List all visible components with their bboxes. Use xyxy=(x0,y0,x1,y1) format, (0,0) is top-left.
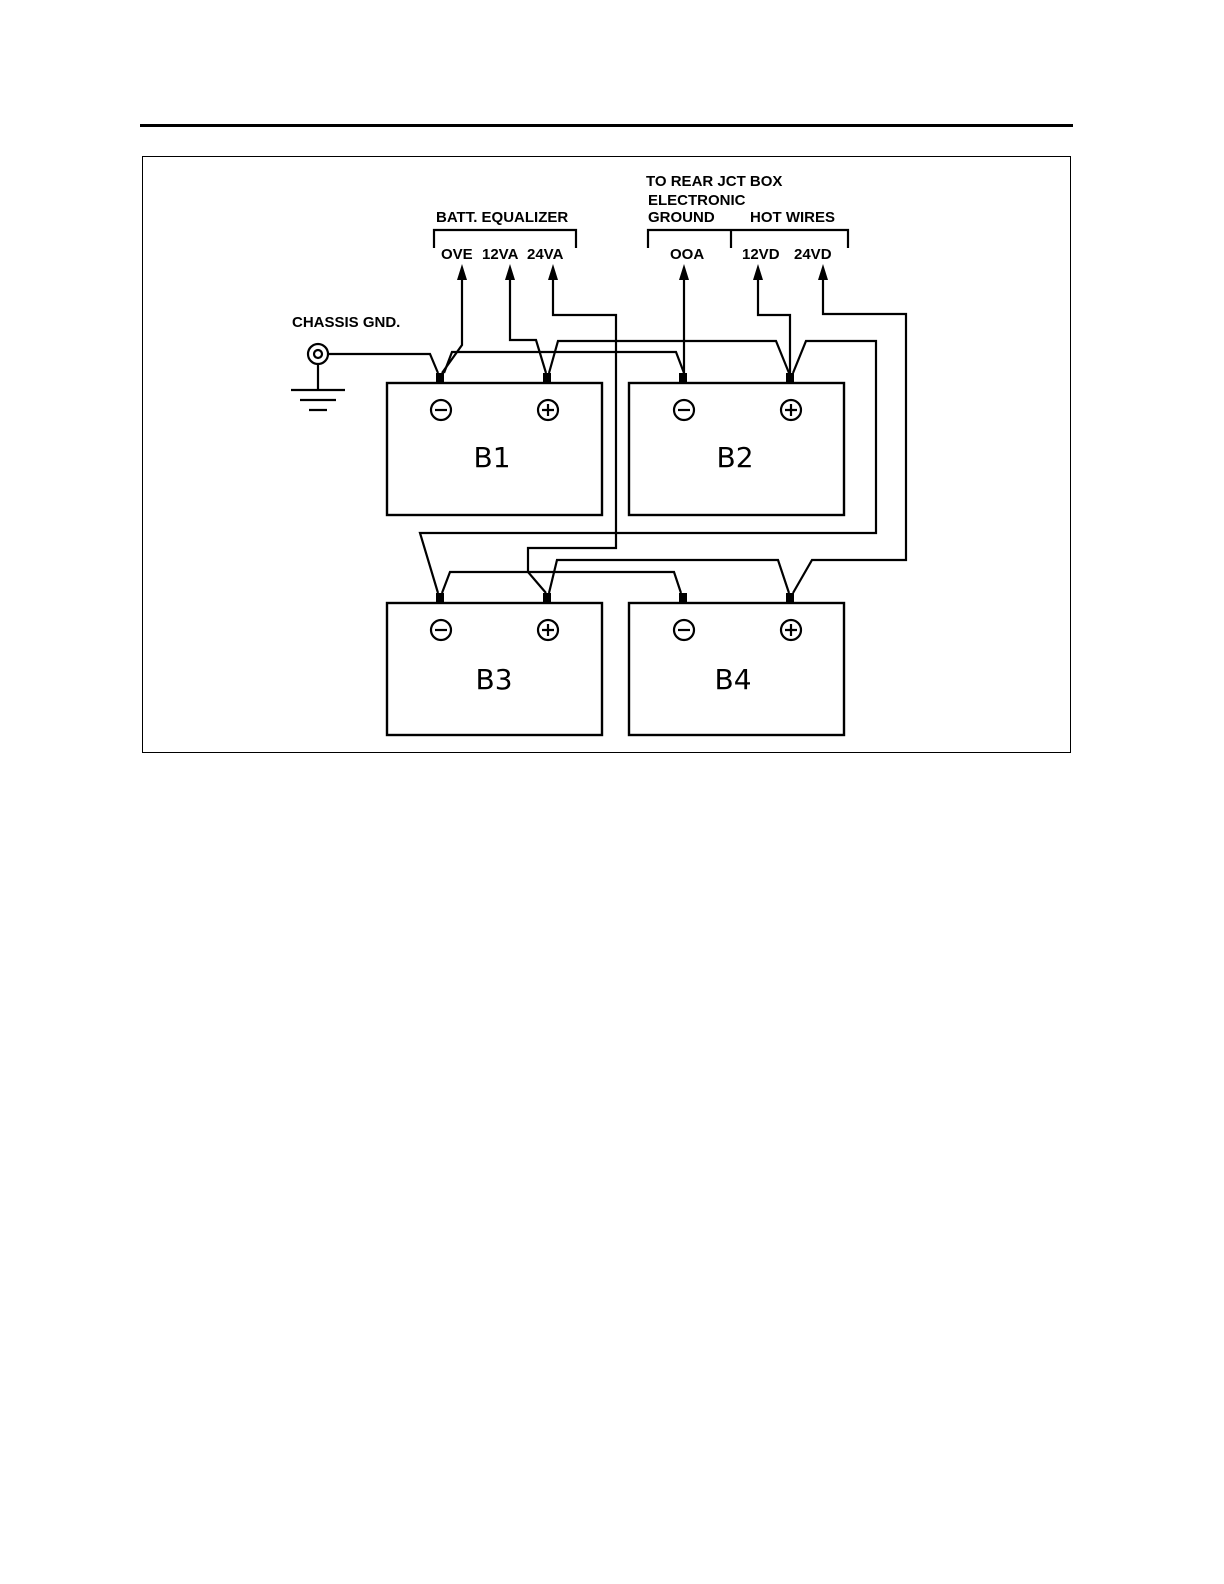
b4-negative-terminal-icon xyxy=(674,620,694,640)
battery-b2-label: B2 xyxy=(716,441,753,474)
wire-b2-pos-12vd xyxy=(758,280,790,373)
b3-positive-terminal-icon xyxy=(538,620,558,640)
arrow-24vd xyxy=(818,264,828,280)
b4-pos-post xyxy=(786,593,794,603)
b2-negative-terminal-icon xyxy=(674,400,694,420)
terminal-12vd: 12VD xyxy=(742,246,780,263)
terminal-24vd: 24VD xyxy=(794,246,832,263)
b3-neg-post xyxy=(436,593,444,603)
wire-chassis-b1-neg xyxy=(328,354,438,373)
electronic-label: ELECTRONIC xyxy=(648,192,746,209)
b4-neg-post xyxy=(679,593,687,603)
b1-positive-terminal-icon xyxy=(538,400,558,420)
wire-b1-neg-b2-neg xyxy=(444,352,684,373)
wire-b3-pos-b4-pos xyxy=(549,560,789,593)
b1-neg-post xyxy=(436,373,444,383)
arrow-24va xyxy=(548,264,558,280)
to-rear-jct-box-label: TO REAR JCT BOX xyxy=(646,173,782,190)
b3-pos-post xyxy=(543,593,551,603)
b1-pos-post xyxy=(543,373,551,383)
b1-negative-terminal-icon xyxy=(431,400,451,420)
arrow-12va xyxy=(505,264,515,280)
b2-neg-post xyxy=(679,373,687,383)
b3-negative-terminal-icon xyxy=(431,620,451,640)
terminal-ove: OVE xyxy=(441,246,473,263)
terminal-24va: 24VA xyxy=(527,246,564,263)
b2-positive-terminal-icon xyxy=(781,400,801,420)
ground-label: GROUND xyxy=(648,209,715,226)
batt-equalizer-label: BATT. EQUALIZER xyxy=(436,209,568,226)
hot-wires-label: HOT WIRES xyxy=(750,209,835,226)
arrow-ove xyxy=(457,264,467,280)
wire-b1-neg-ove xyxy=(442,280,462,373)
b2-pos-post xyxy=(786,373,794,383)
battery-b4-label: B4 xyxy=(714,663,751,696)
battery-b1-label: B1 xyxy=(473,441,510,474)
terminal-ooa: OOA xyxy=(670,246,704,263)
chassis-stud-icon xyxy=(308,344,328,364)
ground-symbol-icon xyxy=(291,364,345,410)
arrow-ooa xyxy=(679,264,689,280)
wire-b1-pos-b2-pos xyxy=(549,341,789,373)
chassis-gnd-label: CHASSIS GND. xyxy=(292,314,400,331)
arrow-12vd xyxy=(753,264,763,280)
b4-positive-terminal-icon xyxy=(781,620,801,640)
wire-24vd-b4-pos xyxy=(793,280,906,593)
wire-b3-neg-b4-neg xyxy=(442,572,681,593)
terminal-12va: 12VA xyxy=(482,246,519,263)
battery-b3-label: B3 xyxy=(475,663,512,696)
chassis-stud-inner xyxy=(314,350,322,358)
wire-b1-pos-12va xyxy=(510,280,546,373)
